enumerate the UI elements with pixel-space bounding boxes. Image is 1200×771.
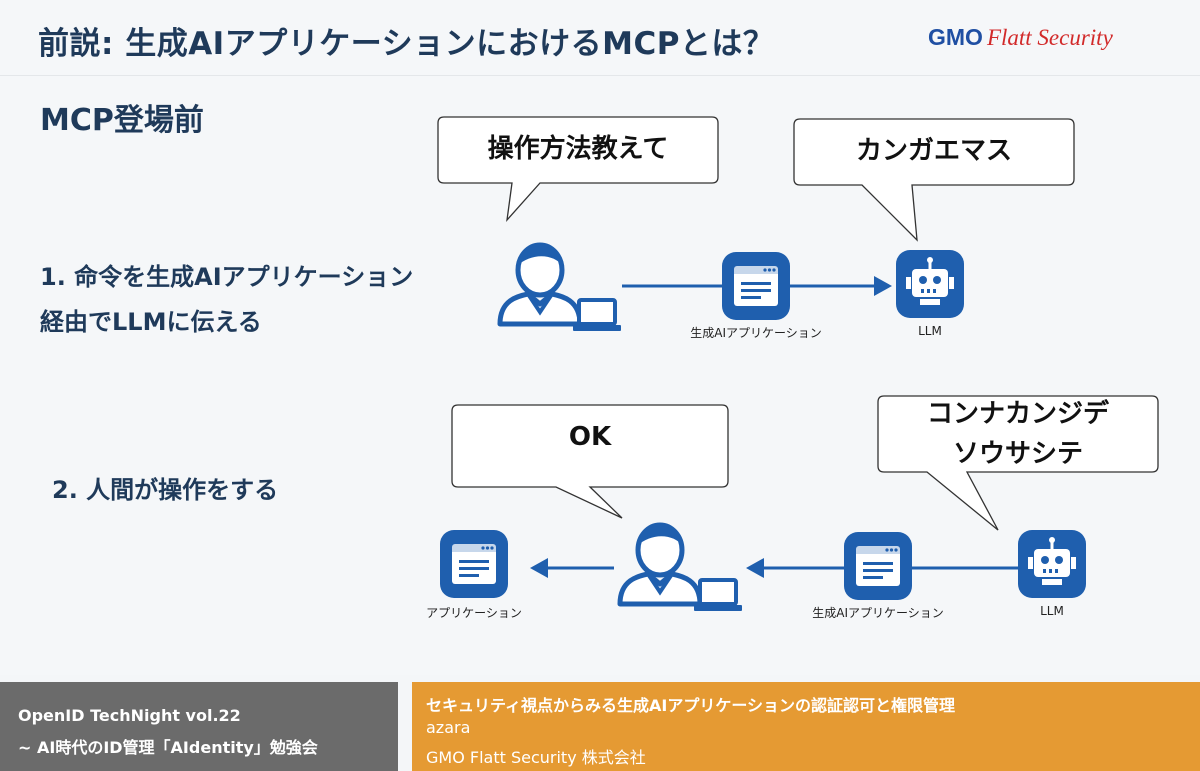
step-2-label: 2. 人間が操作をする bbox=[52, 476, 279, 504]
app-window-icon bbox=[722, 252, 790, 320]
arrow-left-icon bbox=[746, 558, 764, 578]
footer-talk-title: セキュリティ視点からみる生成AIアプリケーションの認証認可と権限管理 bbox=[426, 696, 956, 715]
robot-icon bbox=[1016, 528, 1088, 600]
person-laptop-icon bbox=[500, 245, 580, 324]
diagram bbox=[437, 116, 1159, 613]
caption-app: アプリケーション bbox=[426, 606, 522, 620]
step-1-line-2: 経由でLLMに伝える bbox=[40, 308, 262, 336]
footer-event: OpenID TechNight vol.22 ~ AI時代のID管理「AIde… bbox=[0, 682, 398, 771]
caption-genai-app-2: 生成AIアプリケーション bbox=[812, 606, 944, 620]
title-divider bbox=[0, 75, 1200, 76]
app-window-icon bbox=[844, 532, 912, 600]
laptop-icon bbox=[692, 578, 744, 613]
robot-icon bbox=[894, 248, 966, 320]
bubble-user-ok bbox=[451, 404, 729, 519]
bubble-llm-instruct-line-2: ソウサシテ bbox=[952, 439, 1083, 469]
logo-brand: GMO bbox=[928, 24, 983, 50]
step-1-label: 1. 命令を生成AIアプリケーション 経由でLLMに伝える bbox=[40, 255, 413, 345]
bubble-llm-think-text: カンガエマス bbox=[855, 136, 1012, 166]
bubble-user-ok-text: OK bbox=[568, 422, 612, 452]
bubble-llm-think bbox=[793, 118, 1075, 242]
footer-company: GMO Flatt Security 株式会社 bbox=[426, 748, 646, 767]
bubble-llm-instruct bbox=[877, 395, 1159, 531]
caption-genai-app-1: 生成AIアプリケーション bbox=[690, 326, 822, 340]
caption-llm-2: LLM bbox=[1040, 604, 1064, 618]
footer-event-line-1: OpenID TechNight vol.22 bbox=[18, 706, 241, 725]
slide-title: 前説: 生成AIアプリケーションにおけるMCPとは？ bbox=[38, 26, 775, 62]
bubble-llm-instruct-line-1: コンナカンジデ bbox=[926, 399, 1109, 429]
section-heading: MCP登場前 bbox=[40, 103, 204, 138]
arrow-left-icon bbox=[530, 558, 548, 578]
footer-talk: セキュリティ視点からみる生成AIアプリケーションの認証認可と権限管理 azara… bbox=[412, 682, 1200, 771]
footer-speaker: azara bbox=[426, 718, 471, 737]
caption-llm-1: LLM bbox=[918, 324, 942, 338]
laptop-icon bbox=[571, 298, 623, 333]
person-laptop-icon bbox=[620, 525, 700, 604]
logo-product: Flatt Security bbox=[986, 25, 1113, 50]
bubble-user-ask bbox=[437, 116, 719, 223]
bubble-user-ask-text: 操作方法教えて bbox=[487, 134, 669, 164]
step-1-line-1: 1. 命令を生成AIアプリケーション bbox=[40, 263, 414, 291]
arrow-right-icon bbox=[874, 276, 892, 296]
footer-event-line-2: ~ AI時代のID管理「AIdentity」勉強会 bbox=[18, 738, 318, 757]
app-window-icon bbox=[440, 530, 508, 598]
